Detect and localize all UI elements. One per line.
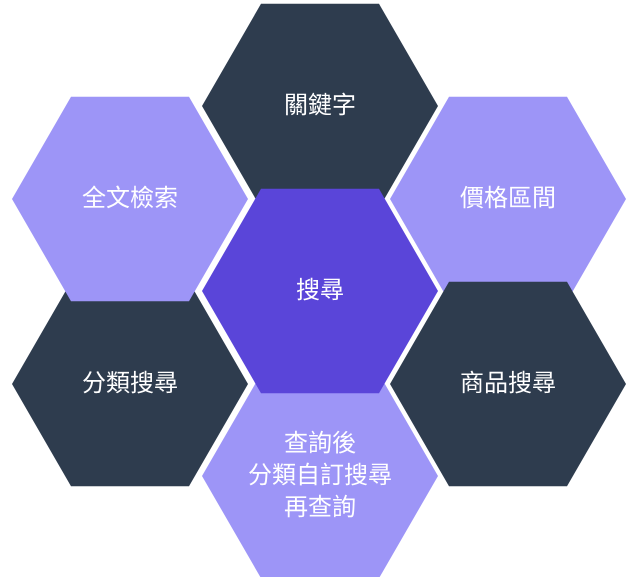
- hex-price-range-shape: [390, 96, 626, 302]
- hex-product-search-label: 商品搜尋: [460, 369, 556, 397]
- hex-keyword-shape: [202, 3, 438, 209]
- hex-fulltext-search-shape: [12, 96, 248, 302]
- hex-fulltext-search-label: 全文檢索: [82, 184, 178, 212]
- hex-fulltext-search: 全文檢索: [12, 96, 248, 302]
- hex-product-search-shape: [390, 281, 626, 487]
- hex-category-search: 分類搜尋: [12, 281, 248, 487]
- hex-keyword: 關鍵字: [202, 3, 438, 209]
- hex-center-search-shape: [202, 188, 438, 394]
- hex-price-range-label: 價格區間: [460, 184, 556, 212]
- hex-refine-search-shape: [202, 373, 438, 577]
- hex-center-search-label: 搜尋: [296, 276, 344, 304]
- hex-center-search: 搜尋: [202, 188, 438, 394]
- hex-product-search: 商品搜尋: [390, 281, 626, 487]
- hex-category-search-label: 分類搜尋: [82, 369, 178, 397]
- hex-category-search-shape: [12, 281, 248, 487]
- hex-refine-search-label: 查詢後: [284, 429, 356, 457]
- hex-price-range: 價格區間: [390, 96, 626, 302]
- hex-refine-search-label: 分類自訂搜尋: [248, 461, 392, 489]
- hex-keyword-label: 關鍵字: [284, 91, 356, 119]
- hex-refine-search-label: 再查詢: [284, 493, 356, 521]
